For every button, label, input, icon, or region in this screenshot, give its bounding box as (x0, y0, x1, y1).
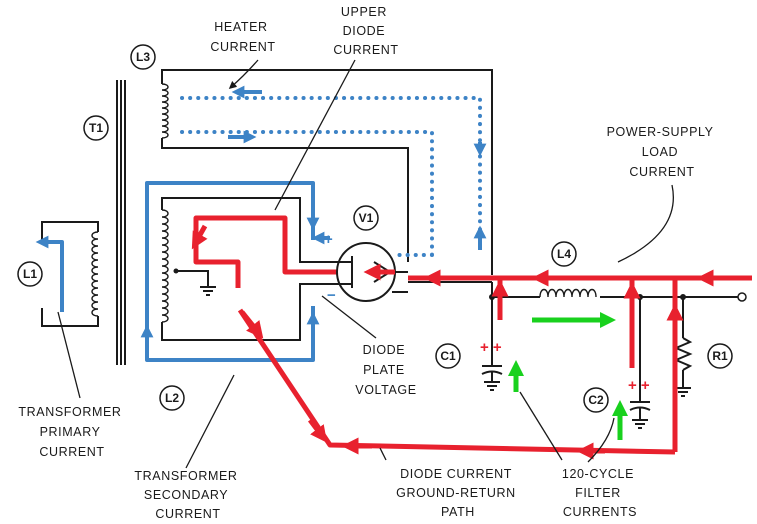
svg-text:L3: L3 (136, 50, 150, 64)
capacitor-c2 (629, 297, 651, 429)
label-diode-current-ground-return-path: DIODE CURRENT GROUND-RETURN PATH (396, 467, 520, 519)
polarity-minus-lower: − (327, 287, 336, 304)
c1-id: C1 (435, 343, 461, 369)
primary-coil-l1 (41, 221, 99, 327)
secondary-current-path (145, 181, 315, 362)
l1-id: L1 (17, 261, 43, 287)
t1-id: T1 (83, 115, 109, 141)
label-upper-diode-current: UPPER DIODE CURRENT (333, 5, 398, 57)
upper-diode-leader (274, 59, 356, 211)
output-line (392, 281, 747, 302)
load-leader (617, 184, 674, 263)
secondary-coil-l2 (161, 197, 338, 341)
svg-text:V1: V1 (359, 211, 374, 225)
filter-leader-1 (519, 391, 563, 461)
upper-diode-arrow (191, 224, 208, 250)
c1-polarity: + + (480, 339, 502, 356)
primary-leader (57, 311, 81, 399)
label-transformer-primary-current: TRANSFORMER PRIMARY CURRENT (18, 405, 125, 459)
filter-leader-2 (587, 417, 615, 463)
svg-text:L4: L4 (557, 247, 571, 261)
label-filter-currents: 120-CYCLE FILTER CURRENTS (562, 467, 638, 519)
ground-return-arrow-2 (308, 418, 328, 443)
upper-diode-current-path (193, 215, 370, 288)
c2-polarity: + + (628, 377, 650, 394)
l4-id: L4 (551, 241, 577, 267)
heater-coil-l3 (161, 69, 493, 275)
label-diode-plate-voltage: DIODE PLATE VOLTAGE (355, 343, 416, 397)
svg-text:L2: L2 (165, 391, 179, 405)
svg-text:R1: R1 (712, 349, 728, 363)
transformer-t1 (116, 80, 126, 365)
svg-text:L1: L1 (23, 267, 37, 281)
capacitor-c1 (481, 297, 503, 391)
ground-return-path (237, 308, 676, 455)
label-power-supply-load-current: POWER-SUPPLY LOAD CURRENT (607, 125, 718, 179)
svg-text:C2: C2 (588, 393, 604, 407)
heater-current-path (180, 96, 482, 257)
polarity-plus-upper: + (324, 231, 333, 248)
l2-id: L2 (159, 385, 185, 411)
plate-voltage-leader (321, 295, 377, 339)
svg-text:C1: C1 (440, 349, 456, 363)
heater-leader (228, 59, 259, 90)
label-heater-current: HEATER CURRENT (210, 20, 275, 54)
svg-text:T1: T1 (89, 121, 103, 135)
label-transformer-secondary-current: TRANSFORMER SECONDARY CURRENT (134, 469, 241, 521)
r1-id: R1 (707, 343, 733, 369)
v1-id: V1 (353, 205, 379, 231)
ground-return-leader (379, 447, 387, 461)
c2-id: C2 (583, 387, 609, 413)
ground-return-arrow-1 (240, 310, 264, 339)
primary-current-path (35, 235, 64, 312)
secondary-leader (185, 374, 235, 469)
choke-l4 (539, 288, 597, 298)
l3-id: L3 (130, 44, 156, 70)
